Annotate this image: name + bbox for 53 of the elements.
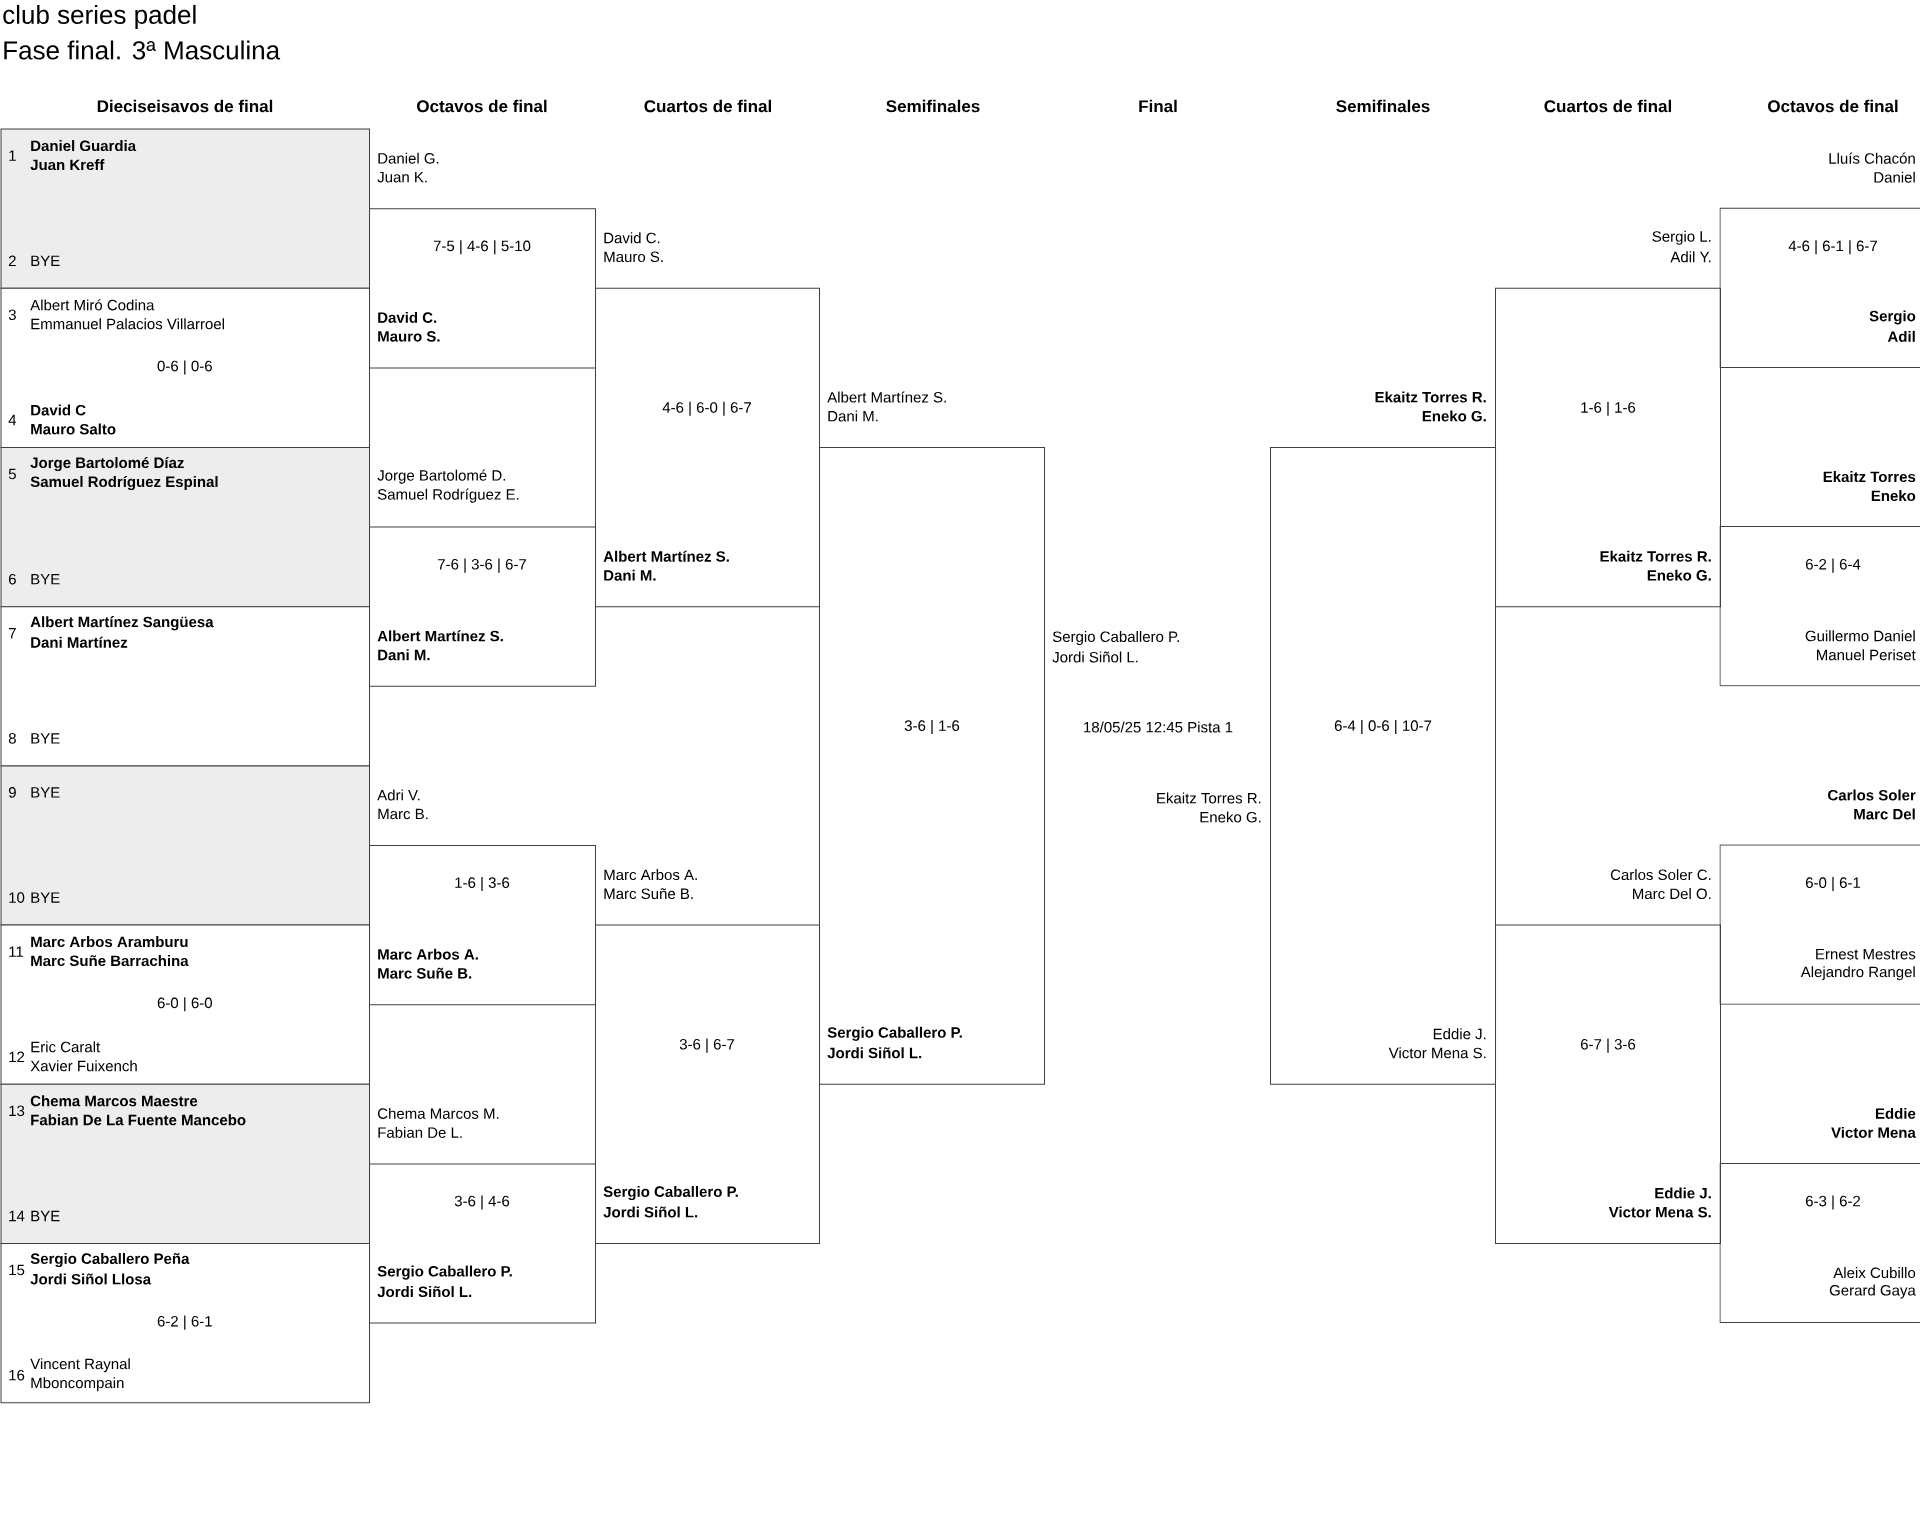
bracket-box: Carlos Soler Marc Del 6-0 | 6-1 Ernest Mestres Alejandro Rangel — [1719, 789, 1920, 1005]
bracket-box: 9 BYE 10 BYE — [0, 765, 370, 926]
page-title: Fase final. 3ª Masculina — [4, 40, 281, 60]
node-label: Chema Marcos M. — [377, 1107, 499, 1119]
bracket-box: David C. Mauro S. 4-6 | 6-0 | 6-7 Albert Martínez S. Dani M. — [595, 232, 820, 608]
node-label: Sergio L. — [1652, 230, 1711, 245]
node-label: Samuel Rodríguez E. — [377, 488, 519, 503]
node-label: Marc Del O. — [1633, 888, 1711, 900]
column-heading: Semifinales — [1336, 99, 1430, 113]
node-label: Mauro S. — [604, 251, 663, 263]
column-heading: Cuartos de final — [644, 99, 771, 113]
node-label: Marc Suñe B. — [604, 888, 693, 900]
bracket-box: Ekaitz Torres R. Eneko G. 6-4 | 0-6 | 10-7 Eddie J. Victor Mena S. — [1270, 391, 1496, 1085]
bracket-box: 13 Chema Marcos Maestre Fabian De La Fuente Mancebo 14 BYE — [0, 1083, 370, 1244]
column-heading: Dieciseisavos de final — [97, 99, 273, 113]
bracket-box: 3 Albert Miró Codina Emmanuel Palacios Villarroel 0-6 | 0-6 4 David C Mauro Salto — [0, 287, 370, 448]
node-label: Daniel G. — [378, 152, 439, 164]
column-heading: Cuartos de final — [1544, 99, 1671, 113]
bracket-box: 1 Daniel Guardia Juan Kreff 2 BYE — [0, 128, 370, 289]
node-label: Dani M. — [828, 410, 878, 422]
bracket-box: Eddie Victor Mena 6-3 | 6-2 Aleix Cubillo Gerard Gaya — [1719, 1107, 1920, 1324]
bracket-box: Albert Martínez S. Dani M. 3-6 | 1-6 Sergio Caballero P. Jordi Siñol L. — [819, 391, 1045, 1085]
bracket-box: 11 Marc Arbos Aramburu Marc Suñe Barrachina 6-0 | 6-0 12 Eric Caralt Xavier Fuixench — [0, 924, 370, 1085]
node-label: Fabian De L. — [378, 1126, 462, 1138]
node-label: Adri V. — [377, 789, 420, 801]
bracket-box: Lluís Chacón Daniel 4-6 | 6-1 | 6-7 Sergio Adil — [1719, 152, 1920, 368]
bracket-box: Chema Marcos M. Fabian De L. 3-6 | 4-6 Sergio Caballero P. Jordi Siñol L. — [369, 1107, 596, 1324]
bracket-box: 5 Jorge Bartolomé Díaz Samuel Rodríguez Espinal 6 BYE — [0, 447, 370, 608]
node-label: David C. — [604, 232, 660, 244]
event-name: club series padel — [3, 4, 196, 30]
node-label: Marc B. — [378, 808, 428, 820]
bracket-box: Jorge Bartolomé D. Samuel Rodríguez E. 7-6 | 3-6 | 6-7 Albert Martínez S. Dani M. — [369, 469, 596, 687]
node-label: Albert Martínez S. — [827, 391, 946, 403]
bracket-box: Daniel G. Juan K. 7-5 | 4-6 | 5-10 David C. Mauro S. — [369, 152, 596, 369]
bracket-box: Adri V. Marc B. 1-6 | 3-6 Marc Arbos A. Marc Suñe B. — [369, 789, 596, 1006]
column-heading: Semifinales — [886, 99, 980, 113]
node-label: Carlos Soler C. — [1610, 869, 1711, 881]
node-label: Adil Y. — [1670, 251, 1711, 263]
bracket-box: Sergio L. Adil Y. 1-6 | 1-6 Ekaitz Torres R. Eneko G. — [1495, 230, 1721, 608]
bracket-box: Ekaitz Torres Eneko 6-2 | 6-4 Guillermo Daniel Manuel Periset — [1719, 471, 1920, 687]
bracket-box: Carlos Soler C. Marc Del O. 6-7 | 3-6 Eddie J. Victor Mena S. — [1495, 869, 1721, 1244]
column-heading: Final — [1139, 99, 1177, 113]
column-heading: Octavos de final — [1768, 99, 1898, 113]
node-label: Marc Arbos A. — [604, 869, 697, 881]
match-date: 18/05/25 12:45 Pista 1 — [1084, 721, 1233, 733]
node-label: Ekaitz Torres R. — [1375, 391, 1486, 403]
bracket-box: Marc Arbos A. Marc Suñe B. 3-6 | 6-7 Sergio Caballero P. Jordi Siñol L. — [595, 869, 820, 1244]
node-label: Jorge Bartolomé D. — [377, 469, 506, 484]
column-heading: Octavos de final — [417, 99, 547, 113]
node-label: Juan K. — [377, 171, 427, 183]
node-label: Eneko G. — [1422, 410, 1486, 422]
bracket-box: 15 Sergio Caballero Peña Jordi Siñol Llosa 6-2 | 6-1 16 Vincent Raynal Mboncompain — [0, 1243, 370, 1404]
bracket-box: 7 Albert Martínez Sangüesa Dani Martínez 8 BYE — [0, 606, 370, 767]
